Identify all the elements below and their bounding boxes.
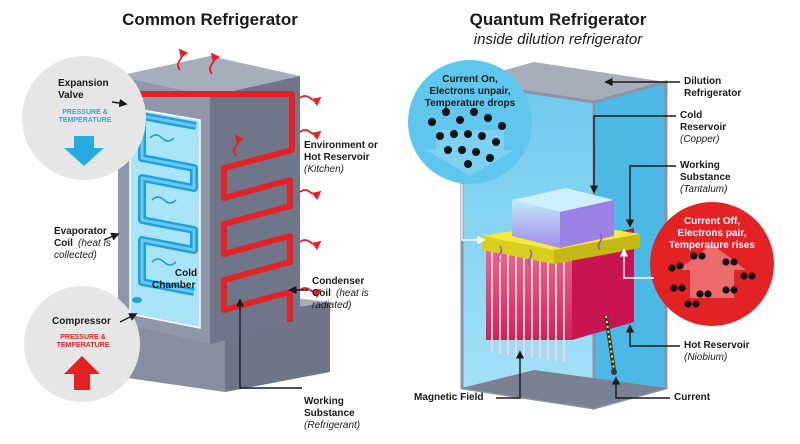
magnetic-field-label: Magnetic Field bbox=[414, 392, 484, 403]
expansion-valve-badge bbox=[22, 56, 146, 180]
pressure-up-arrow bbox=[64, 356, 100, 390]
left-title: Common Refrigerator bbox=[122, 10, 298, 29]
compressor-label: Compressor bbox=[52, 316, 111, 327]
current-off-text-1: Current Off, bbox=[683, 216, 741, 227]
magnetic-field-lines bbox=[491, 250, 565, 362]
right-working-substance-label-1: Working bbox=[680, 160, 720, 171]
expansion-valve-badge-text-2: TEMPERATURE bbox=[58, 117, 112, 124]
cold-chamber-label-1: Cold bbox=[174, 268, 198, 279]
bubble-leader-lines bbox=[461, 184, 654, 279]
current-off-text-3: Temperature rises bbox=[669, 240, 755, 251]
dilution-label-2: Refrigerator bbox=[684, 88, 742, 99]
environment-note: (Kitchen) bbox=[304, 164, 345, 175]
condenser-note-2: radiated) bbox=[312, 300, 352, 311]
cold-reservoir-label-1: Cold bbox=[680, 110, 703, 121]
evaporator-label-2: Coil bbox=[54, 238, 73, 249]
compressor-badge-text-1: PRESSURE & bbox=[60, 334, 106, 341]
current-on-text-2: Electrons unpair, bbox=[429, 86, 511, 97]
right-working-substance-note: (Tantalum) bbox=[680, 184, 728, 195]
compressor-badge bbox=[24, 286, 140, 402]
heat-radiated-squiggles bbox=[177, 48, 322, 299]
current-wire-dots bbox=[605, 315, 615, 371]
refrigerant-pipe bbox=[133, 91, 295, 322]
cold-reservoir-front bbox=[512, 200, 560, 248]
working-substance-front bbox=[482, 236, 554, 264]
heat-flow-squiggles bbox=[497, 233, 603, 267]
heat-collected-squiggles bbox=[149, 134, 177, 266]
condenser-label-1: Condenser bbox=[312, 276, 365, 287]
dilution-floor bbox=[462, 370, 666, 408]
compressor-knob bbox=[132, 297, 142, 303]
fridge-top bbox=[118, 56, 300, 96]
evaporator-note-2: collected) bbox=[54, 250, 97, 261]
pressure-down-arrow bbox=[64, 136, 104, 166]
left-working-substance-label-2: Substance bbox=[304, 408, 355, 419]
cold-reservoir-top bbox=[512, 188, 614, 212]
hot-reservoir-label: Hot Reservoir bbox=[684, 340, 750, 351]
compressor-badge-text-2: TEMPERATURE bbox=[56, 342, 110, 349]
hot-reservoir-note: (Niobium) bbox=[684, 352, 728, 363]
right-working-substance-label-2: Substance bbox=[680, 172, 731, 183]
working-substance-side bbox=[554, 234, 640, 264]
evaporator-label-1: Evaporator bbox=[54, 226, 107, 237]
dilution-top bbox=[462, 62, 666, 102]
expansion-valve-label-2: Valve bbox=[58, 90, 84, 101]
dilution-label-1: Dilution bbox=[684, 76, 722, 87]
current-off-text-2: Electrons pair, bbox=[677, 228, 747, 239]
environment-label-2: Hot Reservoir bbox=[304, 152, 370, 163]
expansion-valve-label-1: Expansion bbox=[58, 78, 109, 89]
current-on-arrow bbox=[426, 130, 514, 176]
cold-reservoir-note: (Copper) bbox=[680, 134, 720, 145]
quantum-refrigerator bbox=[408, 60, 774, 410]
evaporator-coil-inner bbox=[140, 114, 197, 294]
expansion-valve-badge-text-1: PRESSURE & bbox=[62, 109, 108, 116]
cold-chamber-label-2: Chamber bbox=[152, 280, 196, 291]
evaporator-note-1: (heat is bbox=[78, 238, 111, 249]
condenser-note-1: (heat is bbox=[336, 288, 369, 299]
current-terminal bbox=[611, 369, 617, 375]
right-title: Quantum Refrigerator bbox=[469, 10, 647, 29]
environment-label-1: Environment or bbox=[304, 140, 378, 151]
left-leader-lines bbox=[103, 98, 308, 389]
common-refrigerator bbox=[22, 48, 330, 402]
current-on-text-1: Current On, bbox=[442, 74, 498, 85]
condenser-label-2: Coil bbox=[312, 288, 331, 299]
right-subtitle: inside dilution refrigerator bbox=[473, 31, 643, 48]
paired-electrons bbox=[668, 252, 756, 308]
right-leader-lines bbox=[496, 77, 680, 399]
current-label: Current bbox=[674, 392, 711, 403]
current-on-text-3: Temperature drops bbox=[424, 98, 516, 109]
cold-reservoir-label-2: Reservoir bbox=[680, 122, 727, 133]
left-working-substance-note: (Refrigerant) bbox=[304, 420, 361, 431]
left-working-substance-label-1: Working bbox=[304, 396, 344, 407]
unpaired-electrons bbox=[428, 108, 506, 168]
